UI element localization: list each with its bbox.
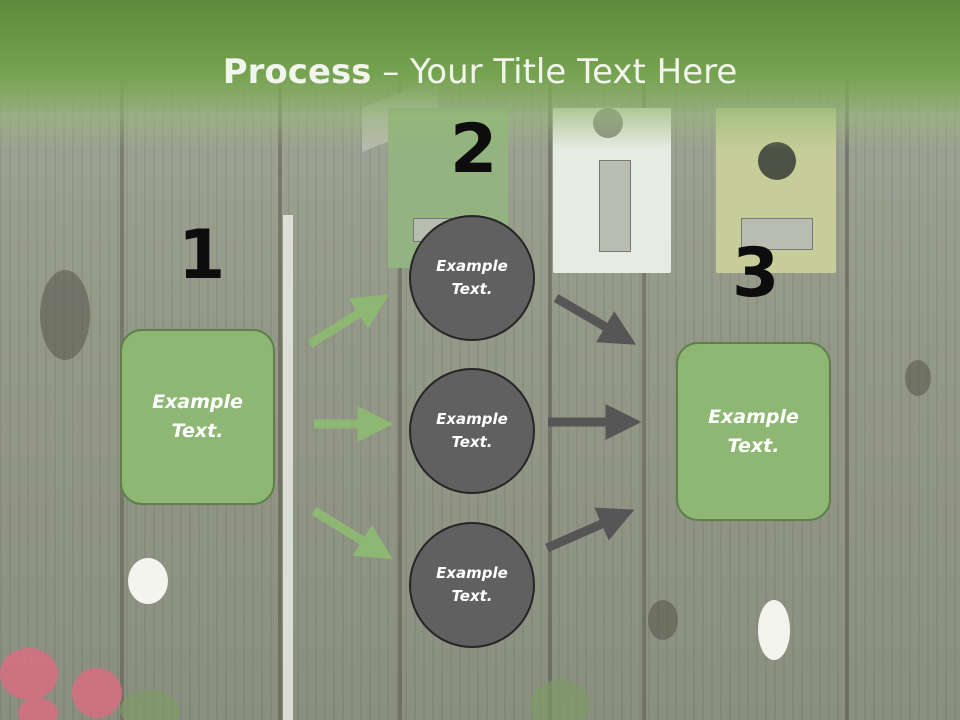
step-2-circle-3-text: Example Text. — [436, 564, 508, 605]
slide-title: Process – Your Title Text Here — [0, 52, 960, 92]
arrow-1-to-2c — [311, 507, 393, 560]
wood-knot — [40, 270, 90, 360]
step-2-circle-2: Example Text. — [409, 368, 535, 494]
step-2-circle-1-text: Example Text. — [436, 257, 508, 298]
arrow-1-to-2a — [307, 294, 389, 348]
board-gap — [398, 0, 402, 720]
board-gap — [845, 0, 849, 720]
step-number-1: 1 — [178, 216, 226, 295]
fence-hole — [128, 558, 168, 604]
leaf — [530, 680, 590, 720]
step-number-3: 3 — [732, 234, 780, 313]
step-2-circle-2-text: Example Text. — [436, 410, 508, 451]
title-bold: Process — [222, 52, 372, 92]
step-3-box: Example Text. — [676, 342, 831, 521]
flower — [72, 668, 122, 718]
board-gap — [278, 0, 282, 720]
fence-post — [283, 215, 293, 720]
board-gap — [548, 0, 552, 720]
step-number-2: 2 — [450, 110, 498, 189]
step-2-circle-3: Example Text. — [409, 522, 535, 648]
fence-hole — [758, 600, 790, 660]
title-band — [0, 0, 960, 150]
step-1-text: Example Text. — [152, 391, 243, 442]
step-2-circle-1: Example Text. — [409, 215, 535, 341]
step-3-text: Example Text. — [708, 405, 799, 457]
flower — [0, 648, 58, 700]
leaf — [120, 690, 180, 720]
flower — [18, 698, 58, 720]
wood-knot — [648, 600, 678, 640]
board-gap — [642, 0, 646, 720]
birdhouse-plate — [599, 160, 631, 252]
birdhouse-plate — [741, 218, 813, 250]
arrow-2a-to-3 — [553, 294, 637, 345]
arrow-2c-to-3 — [545, 507, 635, 553]
wood-knot — [905, 360, 931, 396]
step-1-box: Example Text. — [120, 329, 275, 505]
title-rest: – Your Title Text Here — [371, 52, 738, 92]
